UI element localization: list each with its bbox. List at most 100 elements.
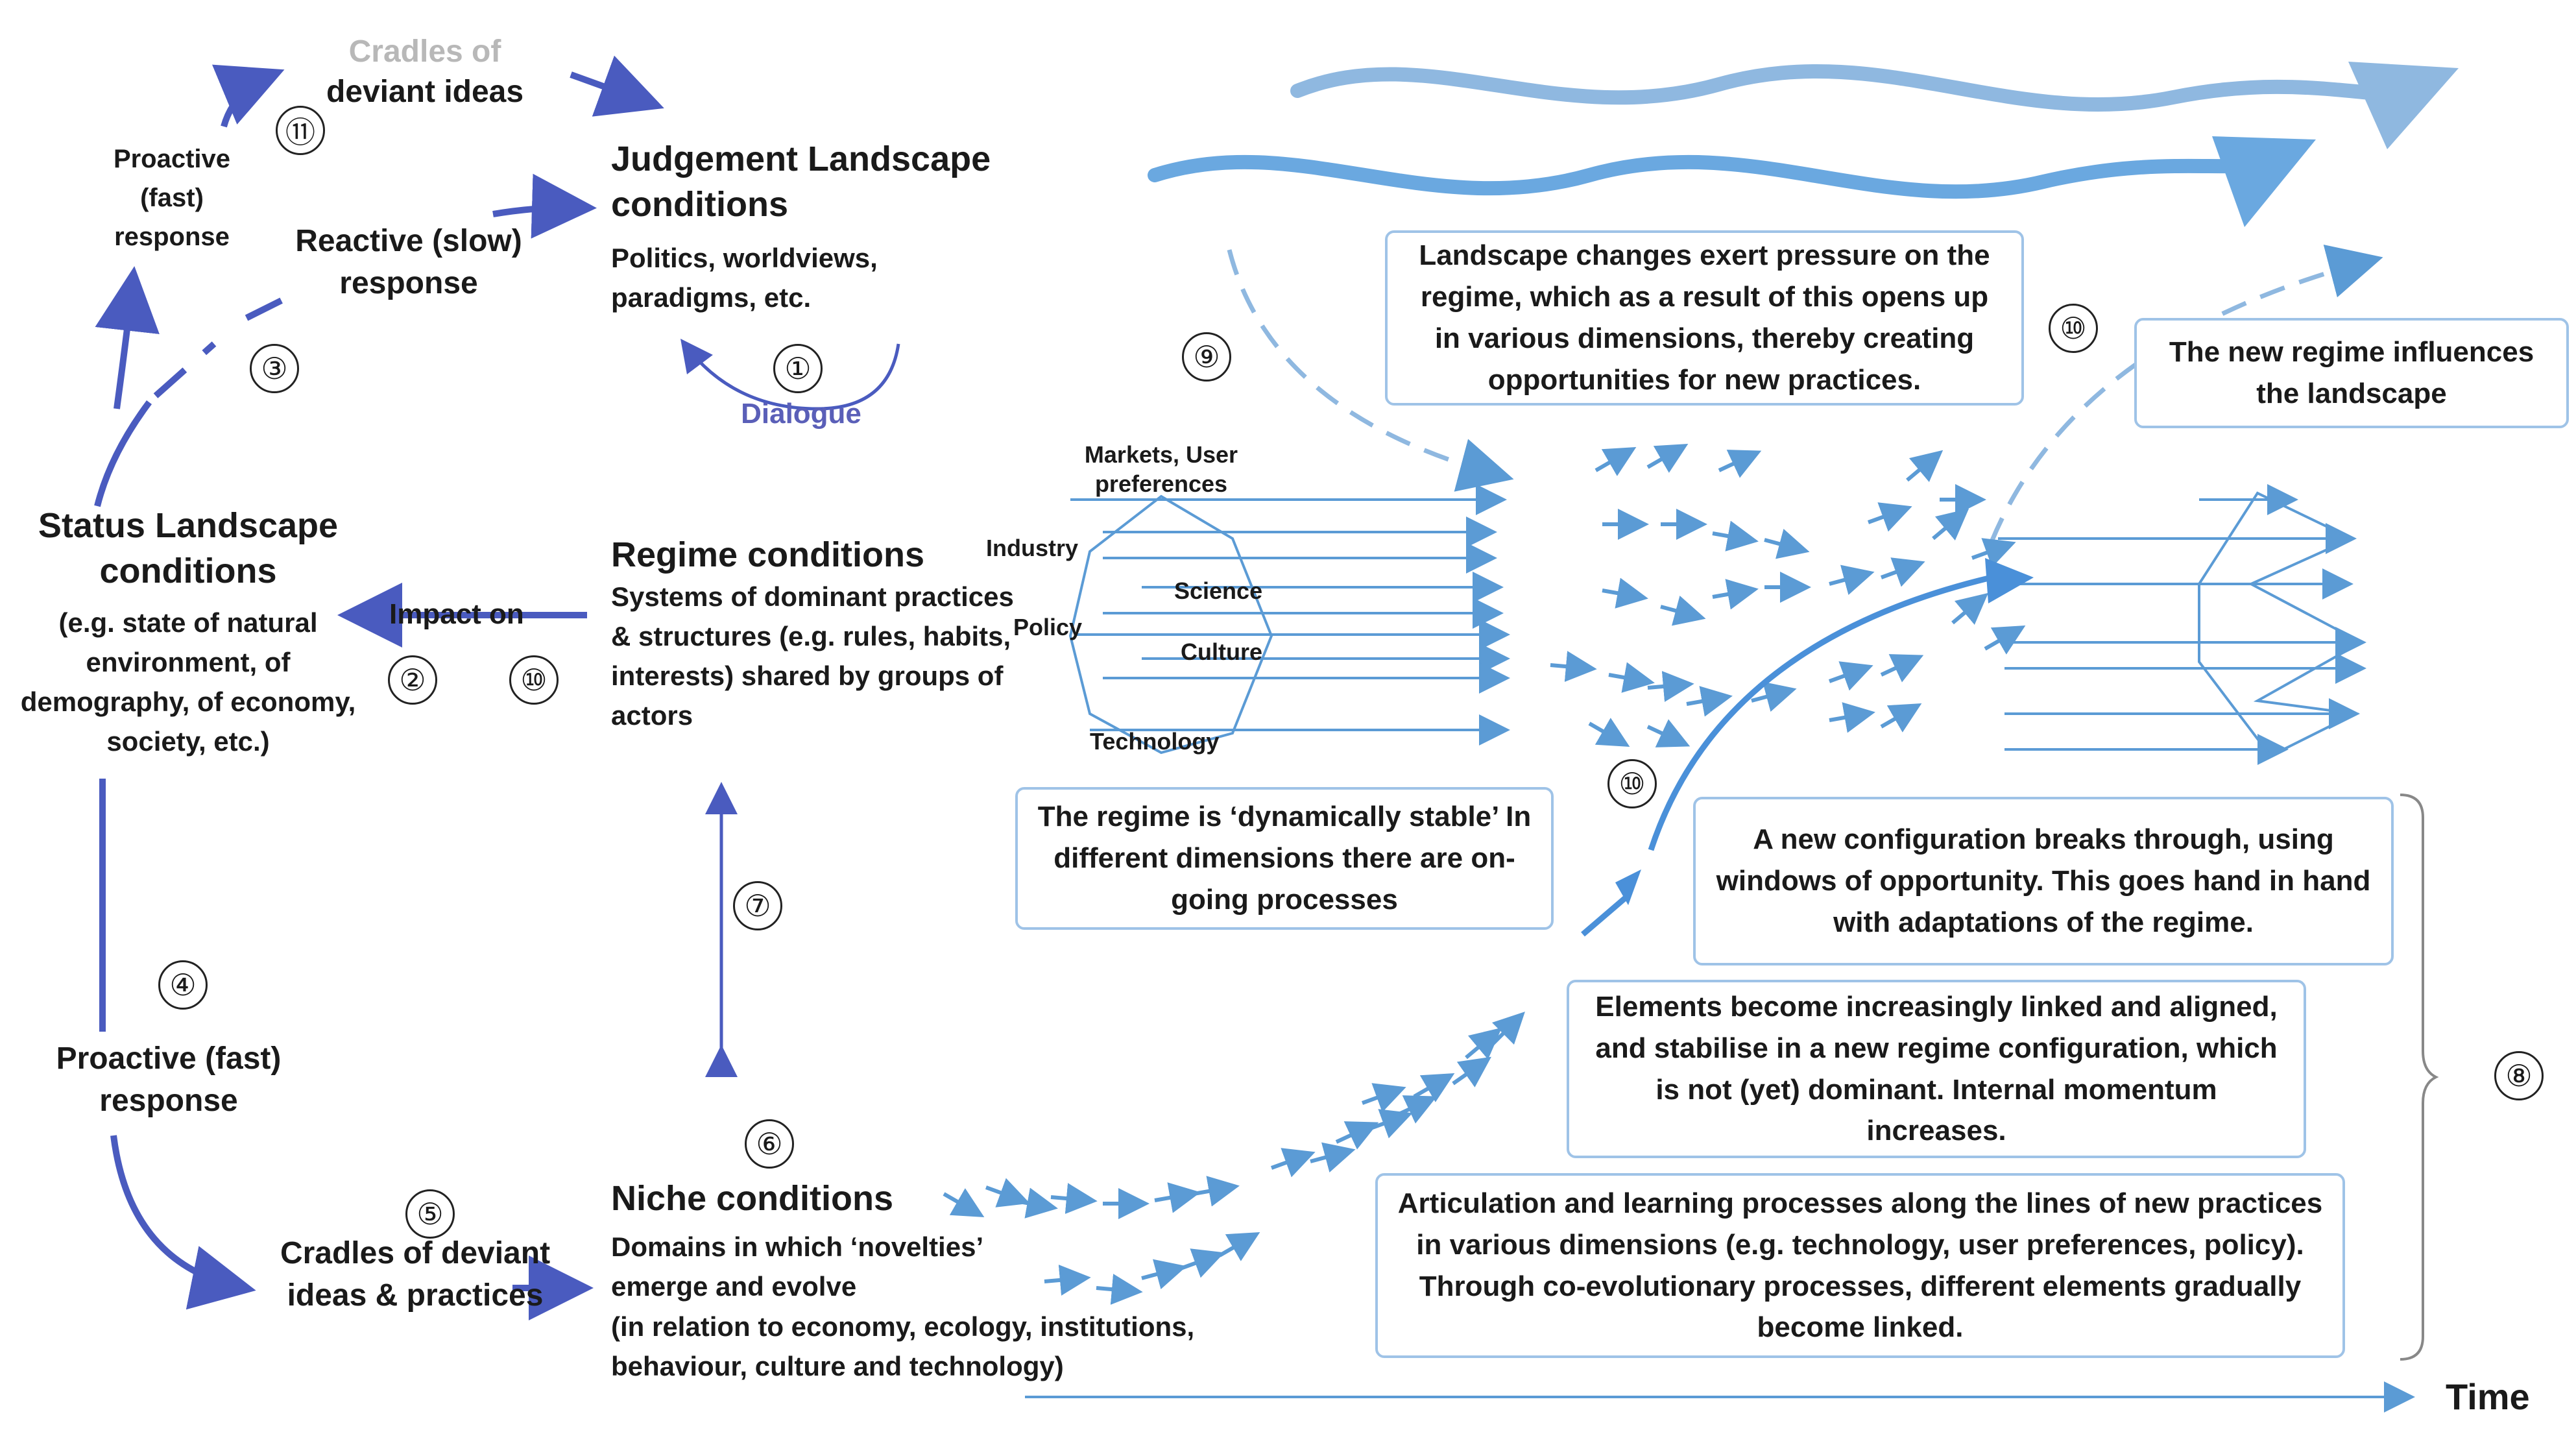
- proactive-fast-top: Proactive (fast) response: [113, 145, 231, 251]
- novelty-arrow-20: [1452, 1056, 1491, 1087]
- marker-2: ②: [388, 655, 437, 705]
- cradles-bottom: Cradles of deviant ideas & practices: [280, 1236, 551, 1313]
- landscape-wave-lower: [1148, 154, 2258, 199]
- marker-10-top: ⑩: [2049, 304, 2098, 353]
- novelty-arrow-33: [1602, 577, 1648, 609]
- novelty-arrow-24: [1646, 443, 1689, 473]
- novelty-arrow-3: [1011, 1187, 1058, 1219]
- novelty-arrow-12: [1218, 1232, 1260, 1261]
- novelty-arrow-42: [1608, 662, 1655, 693]
- box-linked-aligned: Elements become increasingly linked and …: [1567, 980, 2306, 1158]
- arrow-reactive-to-judgement: [492, 173, 597, 239]
- status-title: Status Landscape conditions: [38, 506, 339, 591]
- judgement-title: Judgement Landscape conditions: [611, 140, 991, 225]
- novelty-arrow-25: [1718, 450, 1762, 478]
- novelty-arrow-35: [1712, 579, 1759, 610]
- arrow-status-to-proactive-top: [95, 266, 160, 409]
- novelty-arrow-4: [1050, 1183, 1098, 1215]
- marker-1: ①: [773, 344, 823, 393]
- novelty-arrow-51: [1829, 702, 1875, 733]
- breakthrough-trajectory-head: [1985, 558, 2034, 603]
- dimension-technology: Technology: [1090, 728, 1220, 755]
- novelty-arrow-34: [1660, 596, 1706, 626]
- marker-4: ④: [158, 960, 208, 1010]
- novelty-arrow-8: [1044, 1264, 1091, 1296]
- novelty-arrow-50: [1646, 719, 1691, 747]
- box-articulation: Articulation and learning processes alon…: [1375, 1173, 2345, 1358]
- arrow-status-to-reactive-dash: [153, 295, 287, 398]
- bracket-8: [2400, 794, 2439, 1361]
- novelty-arrow-40: [1971, 538, 2016, 568]
- box-landscape-pressure: Landscape changes exert pressure on the …: [1385, 230, 2024, 406]
- cradles-top-line1: Cradles of: [348, 34, 501, 69]
- novelty-arrow-53: [1984, 625, 2026, 655]
- novelty-arrow-13: [1270, 1148, 1316, 1178]
- impact-on-label: Impact on: [389, 598, 524, 630]
- proactive-fast-bottom: Proactive (fast) response: [56, 1041, 282, 1118]
- marker-3: ③: [250, 344, 299, 393]
- novelty-arrow-2: [985, 1178, 1030, 1207]
- box-new-regime-influence: The new regime influences the landscape: [2134, 318, 2569, 428]
- novelty-arrow-17: [1393, 1095, 1438, 1124]
- novelty-arrow-31: [1906, 450, 1944, 482]
- dimension-markets: Markets, User preferences: [1084, 441, 1238, 497]
- regime-structure: [1068, 484, 1510, 755]
- arrow-proactive-to-cradles-bottom: [110, 1135, 256, 1310]
- breakthrough-trajectory: [1581, 558, 2034, 937]
- landscape-wave-upper: [1290, 64, 2394, 112]
- time-axis-label: Time: [2446, 1376, 2530, 1417]
- new-regime-outline: [2198, 491, 2365, 758]
- status-desc: (e.g. state of natural environment, of d…: [20, 607, 356, 757]
- dialogue-label: Dialogue: [741, 398, 861, 430]
- regime-title: Regime conditions: [611, 535, 925, 574]
- novelty-arrow-46: [1828, 661, 1873, 691]
- new-regime-influence-dashed-arrow: [1989, 245, 2383, 543]
- novelty-arrow-21: [1465, 1027, 1502, 1060]
- box-breakthrough: A new configuration breaks through, usin…: [1693, 797, 2394, 965]
- left-cycle-arrows: [94, 55, 900, 1320]
- marker-6: ⑥: [745, 1119, 794, 1169]
- landscape-wave-upper-head: [2348, 62, 2459, 149]
- novelty-arrow-22: [1490, 1012, 1525, 1047]
- reactive-slow: Reactive (slow) response: [295, 224, 522, 300]
- dimension-industry: Industry: [986, 535, 1079, 561]
- novelty-arrow-15: [1335, 1121, 1379, 1150]
- novelty-arrow-28: [1712, 520, 1759, 552]
- novelty-arrow-9: [1096, 1274, 1143, 1305]
- dimension-science: Science: [1174, 577, 1263, 604]
- dashed-influence-arrows: [1227, 245, 2383, 543]
- cradles-top-line2: deviant ideas: [326, 75, 524, 109]
- novelty-arrow-7: [1193, 1176, 1240, 1207]
- breakthrough-trajectory-lower-head: [1615, 869, 1641, 905]
- novelty-arrow-37: [1829, 564, 1875, 595]
- novelty-arrow-38: [1880, 557, 1925, 587]
- marker-9: ⑨: [1182, 332, 1231, 382]
- landscape-pressure-dashed-arrow: [1227, 249, 1514, 492]
- novelty-arrow-1: [943, 1188, 985, 1217]
- novelty-arrow-43: [1647, 670, 1694, 702]
- niche-title: Niche conditions: [611, 1179, 894, 1218]
- arrow-dialogue-loop: [680, 339, 900, 411]
- novelty-arrow-10: [1141, 1259, 1187, 1289]
- novelty-arrow-41: [1550, 651, 1597, 683]
- novelty-arrow-11: [1179, 1248, 1225, 1278]
- arrow-cradles-to-judgement: [570, 55, 664, 117]
- marker-8: ⑧: [2494, 1051, 2544, 1100]
- novelty-arrow-23: [1595, 446, 1637, 476]
- arrow-status-to-reactive: [94, 400, 152, 507]
- marker-10-mid: ⑩: [1607, 759, 1657, 808]
- novelty-arrow-44: [1686, 686, 1733, 717]
- arrow-proactive-to-cradles-top: [211, 64, 285, 128]
- regime-octagon: [1068, 494, 1273, 755]
- novelty-swarm: [943, 443, 2026, 1305]
- novelty-arrow-19: [1413, 1073, 1455, 1102]
- box-dynamically-stable: The regime is ‘dynamically stable’ In di…: [1015, 787, 1554, 930]
- judgement-desc: Politics, worldviews, paradigms, etc.: [611, 243, 878, 313]
- dimension-culture: Culture: [1181, 638, 1262, 665]
- novelty-arrow-30: [1867, 502, 1912, 532]
- regime-desc: Systems of dominant practices & structur…: [611, 581, 1014, 731]
- novelty-arrow-52: [1880, 703, 1922, 733]
- novelty-arrow-14: [1310, 1142, 1356, 1172]
- marker-10-left: ⑩: [509, 655, 559, 705]
